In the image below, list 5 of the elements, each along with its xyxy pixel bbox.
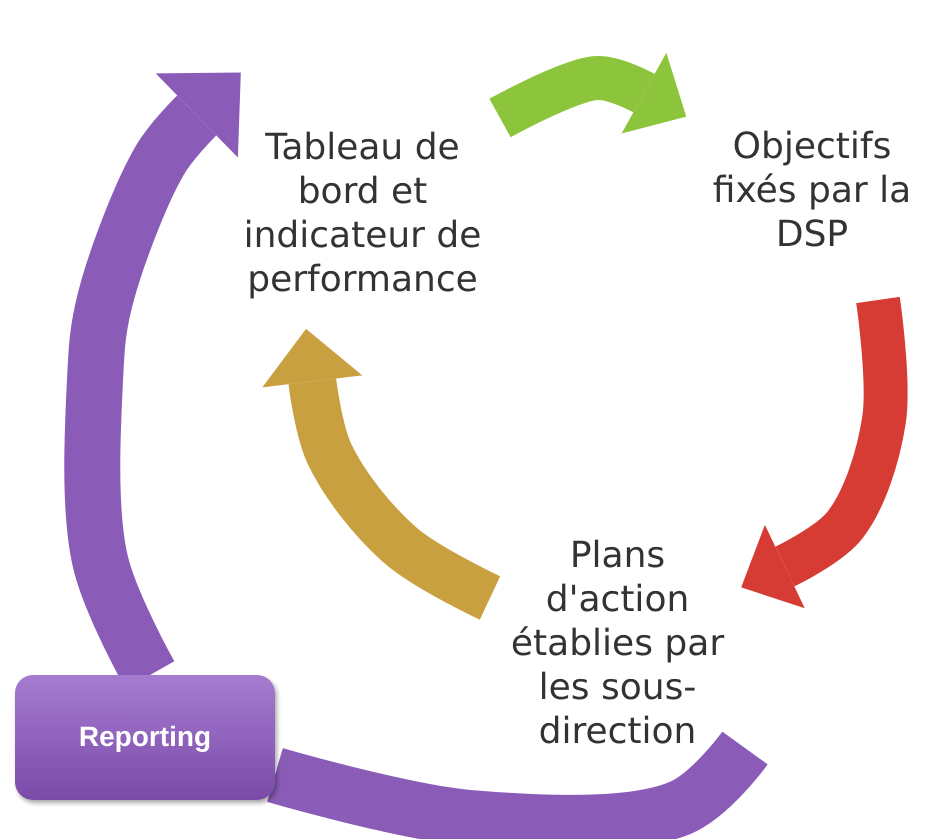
step-label: Tableau de bord et indicateur de performance: [225, 68, 500, 330]
curved-arrow: [489, 52, 686, 138]
reporting-box: Reporting: [15, 675, 275, 800]
step-label: Plans d'action établies par les sous-direction: [490, 520, 745, 770]
step-label: Objectifs fixés par la DSP: [690, 95, 934, 300]
